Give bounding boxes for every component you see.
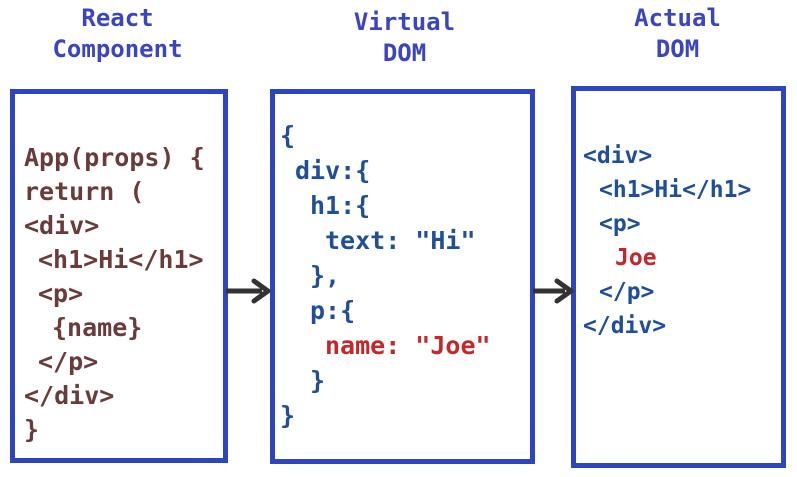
virtual-code-line: div:{ <box>295 156 371 185</box>
virtual-code-line: }, <box>310 261 341 290</box>
virtual-code-line: text: "Hi" <box>325 226 476 255</box>
virtual-dom-code: { div:{ h1:{ text: "Hi"}, p:{ name: "Joe"}} <box>280 118 491 433</box>
react-title-line1: React <box>81 4 154 32</box>
virtual-code-line: } <box>280 401 296 430</box>
react-code-line: return ( <box>24 177 145 206</box>
react-code-line: {name} <box>52 313 143 342</box>
virtual-code-line: h1:{ <box>310 191 371 220</box>
actual-code-line: <p> <box>599 211 641 237</box>
actual-title-line1: Actual <box>634 4 721 32</box>
arrow-react-to-virtual <box>226 278 271 304</box>
virtual-code-line: } <box>310 366 326 395</box>
actual-code-line: <div> <box>583 143 653 169</box>
react-code-line: <div> <box>24 211 100 240</box>
react-code-line: App(props) { <box>24 143 205 172</box>
react-code-line: } <box>24 415 40 444</box>
react-code-line: <p> <box>38 279 84 308</box>
arrow-virtual-to-actual <box>533 278 574 304</box>
actual-dom-box <box>571 86 786 468</box>
virtual-title-line2: DOM <box>382 39 427 67</box>
actual-dom-code: <div> <h1>Hi</h1> <p> Joe </p> </div> <box>583 139 751 343</box>
virtual-dom-box <box>270 89 535 464</box>
react-code-line: </div> <box>24 381 115 410</box>
react-component-box <box>10 89 228 463</box>
actual-dom-title: Actual DOM <box>570 3 785 65</box>
actual-code-line: <h1>Hi</h1> <box>599 177 752 203</box>
react-component-title: React Component <box>10 3 225 65</box>
react-component-code: App(props) { return ( <div> <h1>Hi</h1> <p> {… <box>24 141 205 447</box>
react-code-line: </p> <box>38 347 99 376</box>
react-code-line: <h1>Hi</h1> <box>38 245 204 274</box>
react-title-line2: Component <box>52 35 183 63</box>
virtual-code-line: { <box>280 121 296 150</box>
virtual-code-line: name: "Joe" <box>325 331 491 360</box>
actual-title-line2: DOM <box>655 35 700 63</box>
actual-code-line: </p> <box>599 279 655 305</box>
virtual-code-line: p:{ <box>310 296 356 325</box>
virtual-title-line1: Virtual <box>353 8 456 36</box>
actual-code-line: Joe <box>615 245 657 271</box>
actual-code-line: </div> <box>583 313 667 339</box>
virtual-dom-title: Virtual DOM <box>297 7 512 69</box>
